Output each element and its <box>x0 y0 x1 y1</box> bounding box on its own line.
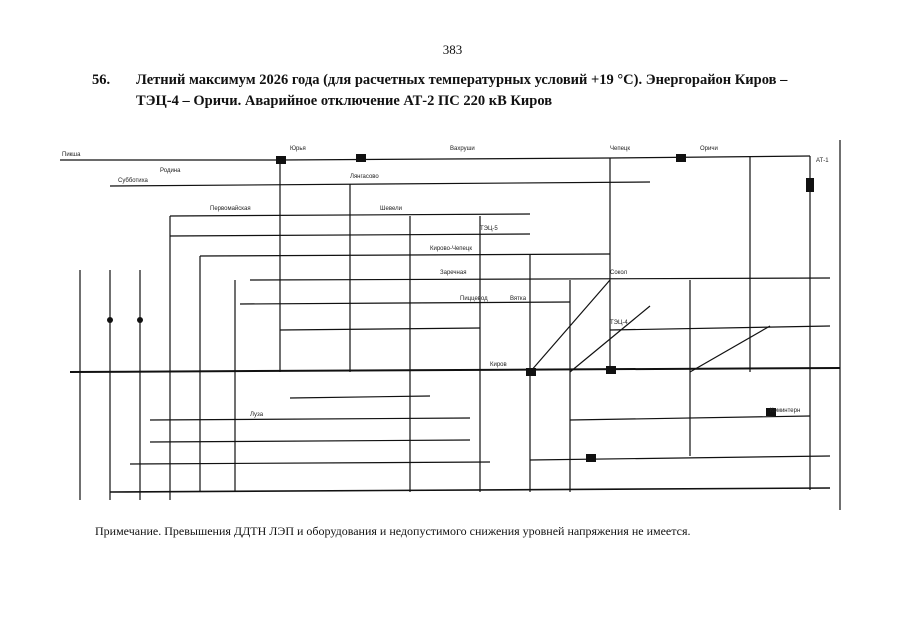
node-label: Лянгасово <box>350 174 379 180</box>
node-label: Луза <box>250 412 264 418</box>
node-label: Сокол <box>610 270 628 276</box>
heading-line-1: Летний максимум 2026 года (для расчетных… <box>136 72 788 88</box>
grid-schematic: Пикша Субботиха Юрья Лянгасово Первомайс… <box>60 140 841 510</box>
node-labels: Пикша Субботиха Юрья Лянгасово Первомайс… <box>62 146 829 418</box>
heading-line-2: ТЭЦ-4 – Оричи. Аварийное отключение АТ-2… <box>136 93 553 109</box>
node-label: Чепецк <box>610 146 630 152</box>
page-number: 383 <box>442 42 463 57</box>
line-network <box>60 140 841 510</box>
node-label: Коминтерн <box>770 408 800 414</box>
node-label: ТЭЦ-5 <box>480 226 498 232</box>
node-label: Вятка <box>510 296 527 302</box>
page-heading: 56. Летний максимум 2026 года (для расчет… <box>92 70 852 112</box>
node-label: Пиццевод <box>460 296 488 302</box>
node-label: ТЭЦ-4 <box>610 320 628 326</box>
substations <box>107 154 814 462</box>
node-label: Первомайская <box>210 205 251 212</box>
node-label: Субботиха <box>118 178 149 184</box>
node-label: Шевели <box>380 206 402 212</box>
node-label: Кирово-Чепецк <box>430 246 472 252</box>
node-label: Родина <box>160 168 181 174</box>
node-label: Заречная <box>440 270 466 276</box>
node-label: Оричи <box>700 146 718 152</box>
heading-number: 56. <box>92 72 111 88</box>
page-note: Примечание. Превышения ДДТН ЛЭП и оборуд… <box>95 524 691 538</box>
node-label: Вахруши <box>450 146 475 152</box>
node-label: Киров <box>490 362 507 368</box>
node-label: АТ-1 <box>816 158 829 164</box>
node-label: Юрья <box>290 146 306 152</box>
node-label: Пикша <box>62 152 81 158</box>
